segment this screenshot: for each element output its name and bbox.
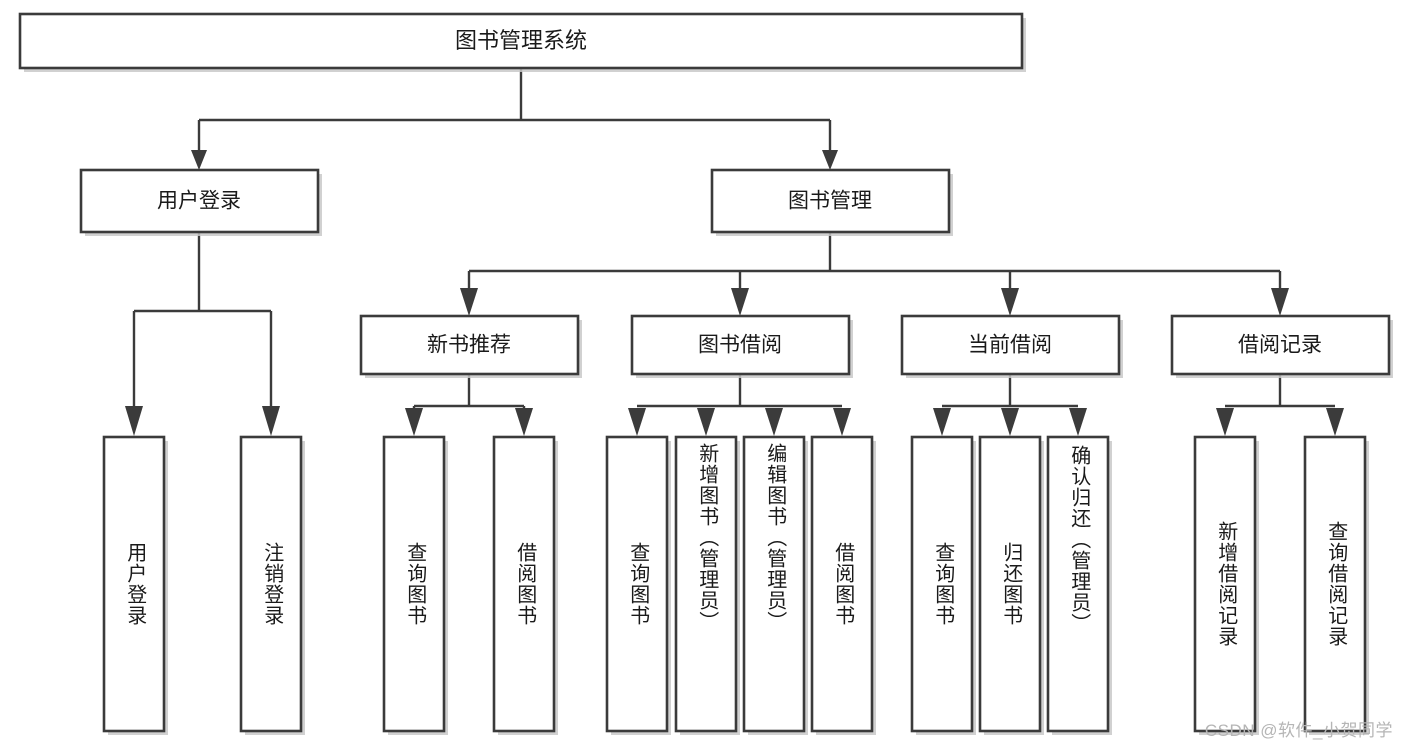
edges-layer <box>125 68 1344 436</box>
arrow-borrowbook-leaf-4 <box>833 408 851 436</box>
borrow-record-node-label: 借阅记录 <box>1238 334 1322 357</box>
leaf-box-borrow-book-3[interactable] <box>742 435 806 733</box>
arrow-to-current-borrow <box>1001 288 1019 316</box>
leaf-box-user-login-2[interactable] <box>239 435 303 733</box>
nodes-layer: 图书管理系统 用户登录 图书管理 新书推荐 图书借阅 当前借阅 借阅记录 <box>18 12 1393 735</box>
book-mgmt-node-box[interactable] <box>710 168 951 234</box>
new-book-node-box[interactable] <box>359 314 580 376</box>
arrow-to-user-login <box>191 150 207 170</box>
arrow-to-book-mgmt <box>822 150 838 170</box>
csdn-watermark: CSDN @软件_小贺同学 <box>1204 721 1393 740</box>
arrow-currentborrow-leaf-1 <box>933 408 951 436</box>
leaf-box-current-borrow-2[interactable] <box>978 435 1042 733</box>
leaf-box-current-borrow-3[interactable] <box>1046 435 1110 733</box>
leaf-box-new-book-1[interactable] <box>382 435 446 733</box>
arrow-userlogin-leaf-2 <box>262 406 280 436</box>
arrow-newbook-leaf-1 <box>405 408 423 436</box>
borrow-book-node-label: 图书借阅 <box>698 334 782 357</box>
new-book-node-label: 新书推荐 <box>427 334 511 357</box>
user-login-node-box[interactable] <box>79 168 320 234</box>
arrow-to-borrow-record <box>1271 288 1289 316</box>
arrow-currentborrow-leaf-2 <box>1001 408 1019 436</box>
leaf-box-borrow-record-1[interactable] <box>1193 435 1257 733</box>
borrow-book-node-box[interactable] <box>630 314 851 376</box>
arrow-newbook-leaf-2 <box>515 408 533 436</box>
leaf-box-new-book-2[interactable] <box>492 435 556 733</box>
arrow-to-borrow-book <box>731 288 749 316</box>
arrow-borrowbook-leaf-1 <box>628 408 646 436</box>
arrow-borrowrecord-leaf-1 <box>1216 408 1234 436</box>
leaf-box-borrow-record-2[interactable] <box>1303 435 1367 733</box>
book-mgmt-node-label: 图书管理 <box>788 190 872 213</box>
borrow-record-node-box[interactable] <box>1170 314 1391 376</box>
leaf-box-borrow-book-1[interactable] <box>605 435 669 733</box>
root-node-box[interactable] <box>18 12 1024 70</box>
leaf-box-user-login-1[interactable] <box>102 435 166 733</box>
arrow-borrowrecord-leaf-2 <box>1326 408 1344 436</box>
root-node-label: 图书管理系统 <box>455 28 587 53</box>
arrow-to-new-book <box>460 288 478 316</box>
leaf-box-borrow-book-2[interactable] <box>674 435 738 733</box>
arrow-userlogin-leaf-1 <box>125 406 143 436</box>
arrow-borrowbook-leaf-2 <box>697 408 715 436</box>
current-borrow-node-box[interactable] <box>900 314 1121 376</box>
arrow-borrowbook-leaf-3 <box>765 408 783 436</box>
arrow-currentborrow-leaf-3 <box>1069 408 1087 436</box>
leaf-box-borrow-book-4[interactable] <box>810 435 874 733</box>
user-login-node-label: 用户登录 <box>157 190 241 213</box>
leaf-box-current-borrow-1[interactable] <box>910 435 974 733</box>
current-borrow-node-label: 当前借阅 <box>968 334 1052 357</box>
